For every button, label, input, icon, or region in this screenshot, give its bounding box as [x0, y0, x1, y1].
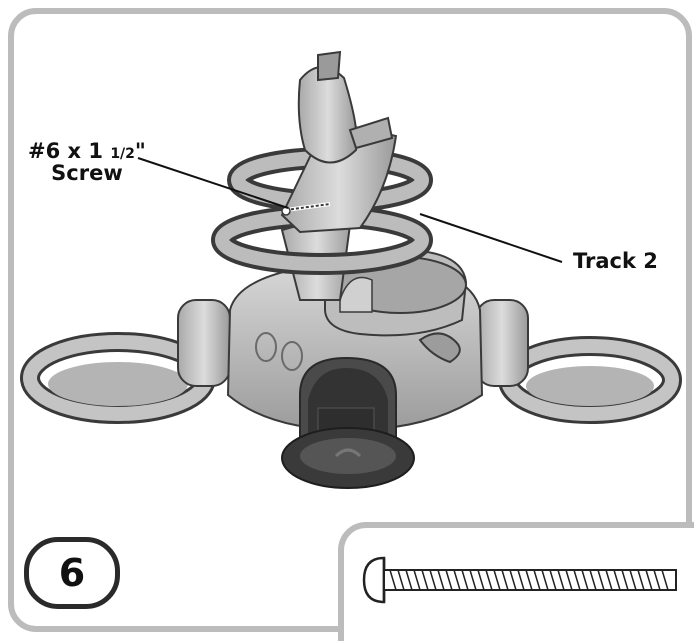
screw-callout: #6 x 1 1/2" Screw [28, 140, 146, 184]
step-number: 6 [58, 551, 86, 595]
step-number-badge: 6 [24, 537, 120, 609]
screw-word: Screw [51, 161, 123, 186]
screw-size-fraction: 1/2 [110, 146, 135, 162]
screw-icon [362, 556, 677, 604]
screw-size-suffix: " [134, 139, 146, 163]
screw-detail-inset [338, 522, 694, 641]
screw-leader-line [137, 157, 289, 209]
right-loop [498, 336, 682, 424]
track-leader-line [419, 213, 563, 263]
screw-size-prefix: #6 x 1 [28, 139, 111, 163]
track-callout: Track 2 [573, 249, 658, 273]
tower-screw-icon [281, 202, 331, 216]
